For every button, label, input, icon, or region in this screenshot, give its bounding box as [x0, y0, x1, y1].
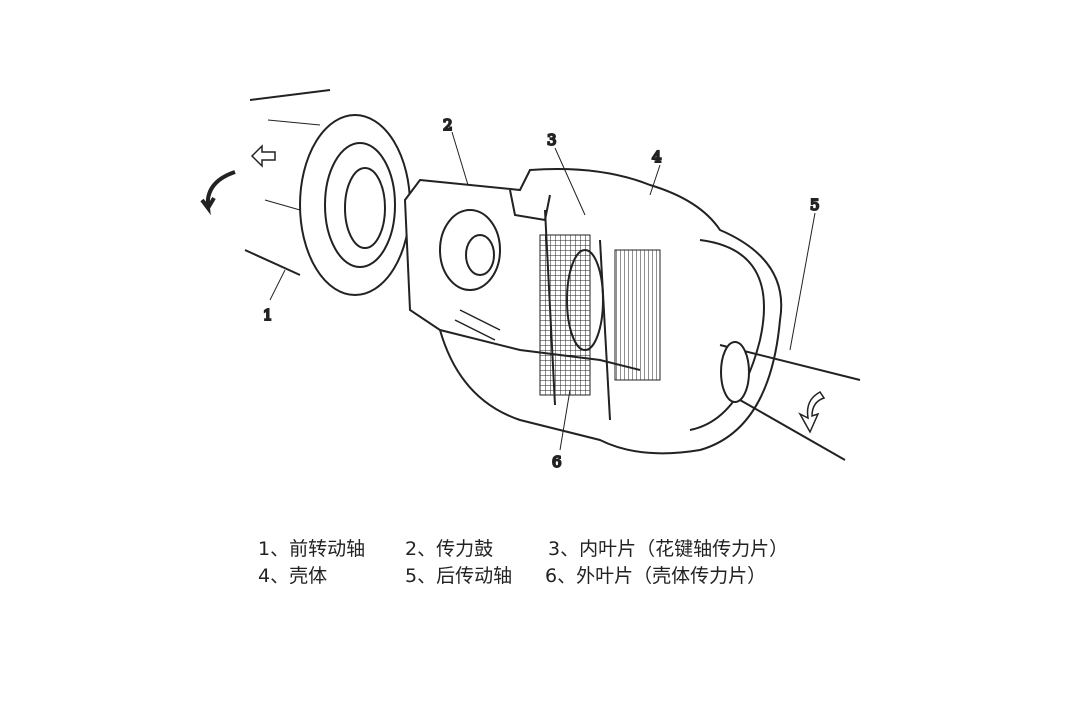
legend-item-3: 3、内叶片（花键轴传力片） [548, 538, 789, 560]
direction-arrow-icon [798, 391, 826, 434]
callout-2: 2 [443, 116, 453, 134]
clutch-housing [403, 168, 783, 455]
rotation-arrow-icon [200, 170, 236, 216]
legend-item-4: 4、壳体 [258, 565, 328, 587]
rear-shaft [719, 341, 861, 461]
legend-item-6: 6、外叶片（壳体传力片） [545, 565, 767, 587]
legend-item-2: 2、传力鼓 [405, 538, 494, 560]
legend-item-1: 1、前转动轴 [258, 538, 366, 560]
callout-4: 4 [652, 148, 662, 166]
legend-item-5: 5、后传动轴 [405, 565, 513, 587]
callout-6: 6 [552, 453, 562, 471]
callout-5: 5 [810, 196, 820, 214]
direction-arrow-icon [250, 144, 276, 168]
callout-3: 3 [547, 131, 557, 149]
leader-lines [269, 131, 816, 451]
callout-1: 1 [263, 306, 273, 324]
front-shaft [244, 89, 411, 296]
